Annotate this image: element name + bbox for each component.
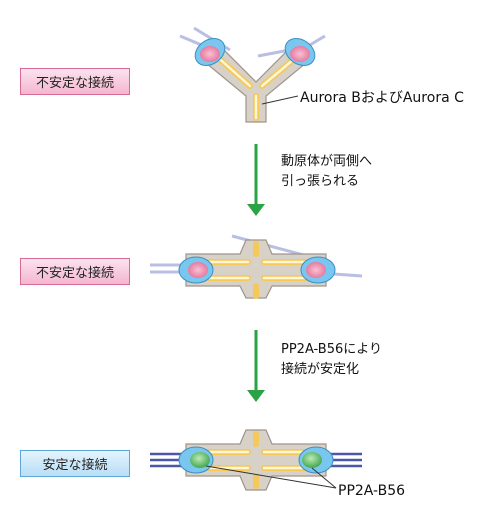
aurora-leader-line [261,95,299,105]
pp2a-b56 [190,452,210,468]
aurora-kinase [306,262,326,278]
chromosome-stage-2 [150,234,363,299]
pp2a-label: PP2A-B56 [338,483,406,499]
stage-label-stable: 安定な接続 [20,450,130,477]
stage-label-unstable-2: 不安定な接続 [20,258,130,285]
arrowhead-step-1 [247,204,265,216]
step-2-text-line1: PP2A-B56により [281,342,382,357]
step-2-text-line2: 接続が安定化 [281,362,360,377]
pp2a-b56 [302,452,322,468]
arrowhead-step-2 [247,390,265,402]
chromosome-body [199,41,313,123]
aurora-kinase [290,46,310,62]
aurora-kinase [188,262,208,278]
step-1-text-line1: 動原体が両側へ [281,154,373,169]
pp2a-leader-line [311,467,337,489]
aurora-label: Aurora BおよびAurora C [300,90,464,106]
chromosome-body [185,429,327,491]
chromosome-stage-3 [150,429,362,491]
chromosome-stage-1 [179,26,326,123]
step-1-text-line2: 引っ張られる [281,174,360,189]
stage-label-unstable-1: 不安定な接続 [20,68,130,95]
pp2a-leader-line [205,465,337,489]
chromosome-body [185,239,327,299]
aurora-kinase [200,46,220,62]
